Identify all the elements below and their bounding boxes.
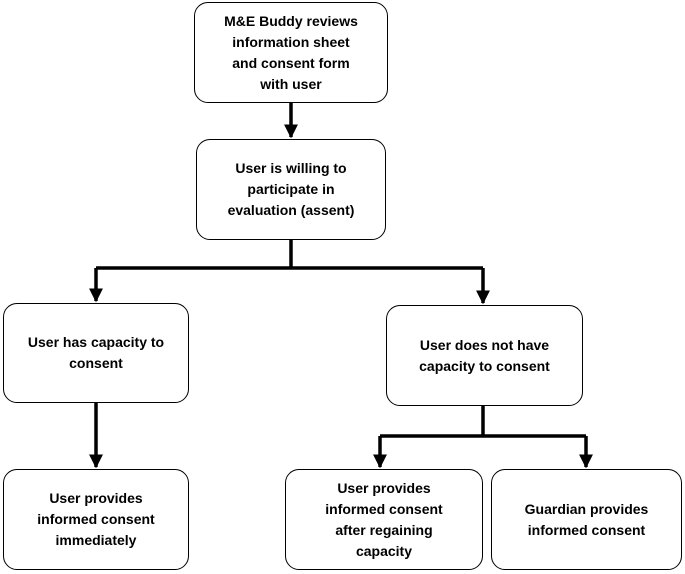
node-capacity: User has capacity to consent <box>3 303 189 403</box>
node-review: M&E Buddy reviews information sheet and … <box>194 2 388 103</box>
node-consent-later-label: User provides informed consent after reg… <box>325 479 443 559</box>
node-guardian: Guardian provides informed consent <box>491 469 682 570</box>
node-no-capacity: User does not have capacity to consent <box>386 305 583 406</box>
node-capacity-label: User has capacity to consent <box>27 334 165 371</box>
node-review-label: M&E Buddy reviews information sheet and … <box>224 12 358 92</box>
node-guardian-label: Guardian provides informed consent <box>524 500 649 538</box>
node-no-capacity-label: User does not have capacity to consent <box>419 336 550 374</box>
node-consent-later: User provides informed consent after reg… <box>285 469 483 570</box>
edge-assent-branch <box>96 240 483 270</box>
edge-no-capacity-branch <box>380 406 586 438</box>
node-consent-now-label: User provides informed consent immediate… <box>37 490 155 548</box>
node-consent-now: User provides informed consent immediate… <box>3 469 189 570</box>
node-assent: User is willing to participate in evalua… <box>196 139 386 240</box>
node-assent-label: User is willing to participate in evalua… <box>227 160 355 218</box>
